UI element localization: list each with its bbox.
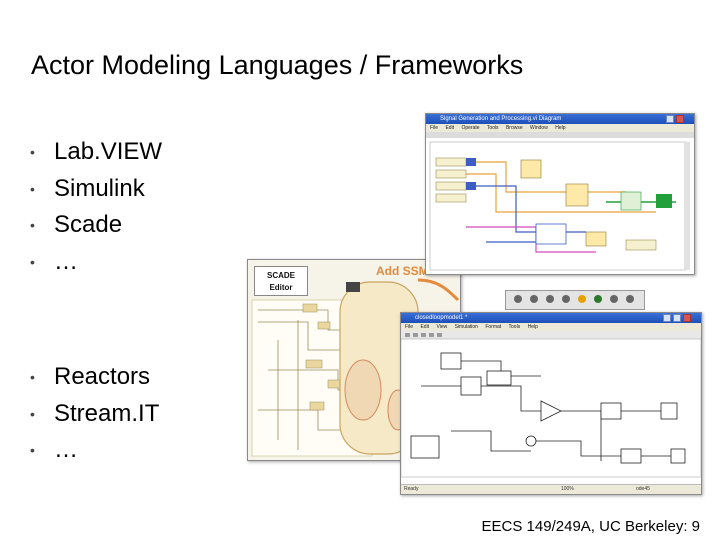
- status-text: Ready: [404, 486, 419, 492]
- bullet-text: Simulink: [54, 174, 145, 202]
- bullet-text: Scade: [54, 211, 123, 238]
- menu-item[interactable]: Tools: [486, 125, 499, 131]
- labview-window-title: Signal Generation and Processing.vi Diag…: [440, 116, 562, 122]
- simulink-model-window: closedloopmodel1 * File Edit View Simula…: [400, 312, 702, 495]
- add-ssm-overlay: Add SSM: [376, 264, 429, 278]
- bullet-item: • Reactors: [30, 359, 159, 396]
- maximize-icon[interactable]: [673, 314, 681, 322]
- bullet-glyph: •: [30, 144, 35, 160]
- labview-titlebar: Signal Generation and Processing.vi Diag…: [426, 114, 694, 124]
- minimize-icon[interactable]: [663, 314, 671, 322]
- close-icon[interactable]: [676, 115, 684, 123]
- bullet-text: Reactors: [54, 363, 151, 390]
- bullet-text: Stream.IT: [54, 399, 160, 427]
- menu-item[interactable]: File: [430, 125, 439, 131]
- bullet-list-frameworks: •Reactors •Stream.IT •…: [30, 359, 159, 469]
- bullet-glyph: •: [30, 369, 35, 385]
- menu-item[interactable]: Edit: [445, 125, 455, 131]
- labview-block-diagram: [426, 132, 694, 271]
- toolbar-icon[interactable]: [626, 295, 634, 303]
- bullet-item: • Scade: [30, 207, 162, 244]
- solver-name: ode45: [636, 486, 650, 492]
- bullet-item: •…: [30, 244, 162, 281]
- bullet-item: • Stream.IT: [30, 396, 159, 433]
- slide-footer: EECS 149/249A, UC Berkeley: 9: [481, 518, 700, 535]
- menu-item[interactable]: File: [405, 324, 414, 330]
- execution-toolbar: [505, 290, 645, 310]
- bullet-list-languages: •Lab.VIEW •Simulink •Scade •…: [30, 134, 162, 280]
- bullet-item: • Simulink: [30, 171, 162, 208]
- menu-item[interactable]: Edit: [420, 324, 430, 330]
- toolbar-icon[interactable]: [578, 295, 586, 303]
- simulink-menubar: File Edit View Simulation Format Tools H…: [401, 323, 701, 331]
- bullet-text: …: [54, 436, 78, 463]
- toolbar-icon[interactable]: [530, 295, 538, 303]
- labview-menubar: File Edit Operate Tools Browse Window He…: [426, 124, 694, 132]
- menu-item[interactable]: View: [436, 324, 448, 330]
- bullet-glyph: •: [30, 405, 35, 422]
- bullet-glyph: •: [30, 442, 35, 458]
- simulink-block-diagram: [401, 331, 701, 478]
- simulink-statusbar: Ready 100% ode45: [401, 484, 701, 494]
- bullet-item: •…: [30, 432, 159, 469]
- menu-item[interactable]: Operate: [461, 125, 480, 131]
- slide-title: Actor Modeling Languages / Frameworks: [31, 50, 524, 80]
- bullet-glyph: •: [30, 217, 35, 233]
- toolbar-icon[interactable]: [546, 295, 554, 303]
- simulink-titlebar: closedloopmodel1 *: [401, 313, 701, 323]
- close-icon[interactable]: [683, 314, 691, 322]
- menu-item[interactable]: Simulation: [454, 324, 478, 330]
- simulink-window-title: closedloopmodel1 *: [415, 315, 468, 321]
- menu-item[interactable]: Format: [485, 324, 502, 330]
- toolbar-icon[interactable]: [594, 295, 602, 303]
- menu-item[interactable]: Help: [555, 125, 566, 131]
- menu-item[interactable]: Browse: [505, 125, 523, 131]
- toolbar-icon[interactable]: [514, 295, 522, 303]
- bullet-item: • Lab.VIEW: [30, 134, 162, 171]
- menu-item[interactable]: Window: [530, 125, 548, 131]
- bullet-glyph: •: [30, 180, 35, 197]
- menu-item[interactable]: Help: [527, 324, 538, 330]
- scade-editor-badge: SCADE Editor: [254, 266, 308, 296]
- toolbar-icon[interactable]: [610, 295, 618, 303]
- bullet-glyph: •: [30, 253, 35, 270]
- scade-editor-screenshot: SCADE Editor Add SSM: [247, 259, 461, 461]
- minimize-icon[interactable]: [666, 115, 674, 123]
- scade-badge-line1: SCADE: [266, 271, 295, 280]
- labview-diagram-window: Signal Generation and Processing.vi Diag…: [425, 113, 695, 275]
- scade-badge-line2: Editor: [269, 283, 293, 292]
- menu-item[interactable]: Tools: [508, 324, 521, 330]
- toolbar-icon[interactable]: [562, 295, 570, 303]
- bullet-text: Lab.VIEW: [54, 138, 163, 165]
- zoom-level: 100%: [561, 486, 574, 492]
- bullet-text: …: [54, 247, 78, 275]
